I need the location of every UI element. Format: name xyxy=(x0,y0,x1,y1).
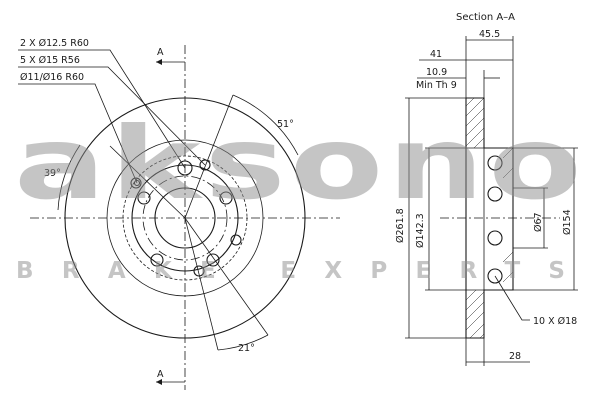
angle-ray xyxy=(109,145,186,219)
angle-ray xyxy=(184,217,269,336)
dim-154: Ø154 xyxy=(562,209,573,235)
bolt-circle xyxy=(142,175,228,261)
bolt-hole xyxy=(219,191,233,205)
brand-tagline: BRAKE EXPERTS xyxy=(16,258,586,284)
wheel-stud-hole xyxy=(130,177,142,189)
wheel-stud-hole xyxy=(199,159,211,171)
section-view: Section A–A 45.5 41 10.9 xyxy=(395,12,578,366)
dim-261-8: Ø261.8 xyxy=(395,208,406,243)
section-cut-label-top: A xyxy=(157,47,164,58)
callout-leader xyxy=(494,275,530,321)
hole-callout-3: Ø11/Ø16 R60 xyxy=(20,72,84,83)
arrow-head xyxy=(156,379,162,385)
angle-label-39: 39° xyxy=(44,168,61,179)
bolt-hole xyxy=(206,253,220,267)
angle-arc-39 xyxy=(57,144,81,211)
bolt-hole xyxy=(150,253,164,267)
callout-leader xyxy=(18,49,186,169)
hole-callout-1: 2 X Ø12.5 R60 xyxy=(20,38,89,49)
brand-watermark: aksono BRAKE EXPERTS xyxy=(14,105,586,284)
angle-ray xyxy=(184,94,234,219)
brand-logo: aksono xyxy=(14,105,586,222)
hole-section xyxy=(487,268,503,284)
bolt-holes-callout: 10 X Ø18 xyxy=(533,316,577,327)
callout-leader xyxy=(18,66,206,166)
front-view: 51° 39° 21° 2 X Ø12.5 R60 5 X Ø15 R56 Ø1… xyxy=(18,38,340,390)
arrow-head xyxy=(156,59,162,65)
dim-45-5: 45.5 xyxy=(479,29,500,40)
hole-callout-2: 5 X Ø15 R56 xyxy=(20,55,80,66)
hatching xyxy=(465,97,514,339)
dim-28: 28 xyxy=(509,351,521,362)
angle-label-51: 51° xyxy=(277,119,294,130)
hole-section xyxy=(487,155,503,171)
dim-67: Ø67 xyxy=(533,212,544,232)
section-cut-label-bottom: A xyxy=(157,369,164,380)
bolt-hole xyxy=(137,191,151,205)
wheel-stud-hole xyxy=(193,265,205,277)
angle-label-21: 21° xyxy=(238,343,255,354)
dim-142-3: Ø142.3 xyxy=(415,213,426,248)
section-title: Section A–A xyxy=(456,12,515,23)
dim-min-th: Min Th 9 xyxy=(416,80,457,91)
callout-leader xyxy=(18,83,138,184)
hole-section xyxy=(487,186,503,202)
wheel-stud-hole xyxy=(230,234,242,246)
locating-hole xyxy=(133,179,141,187)
dim-41: 41 xyxy=(430,49,442,60)
dim-10-9: 10.9 xyxy=(426,67,447,78)
angle-ray xyxy=(184,217,219,351)
angle-arc-51 xyxy=(232,94,299,156)
hole-section xyxy=(487,230,503,246)
angle-arc-21 xyxy=(217,334,269,351)
